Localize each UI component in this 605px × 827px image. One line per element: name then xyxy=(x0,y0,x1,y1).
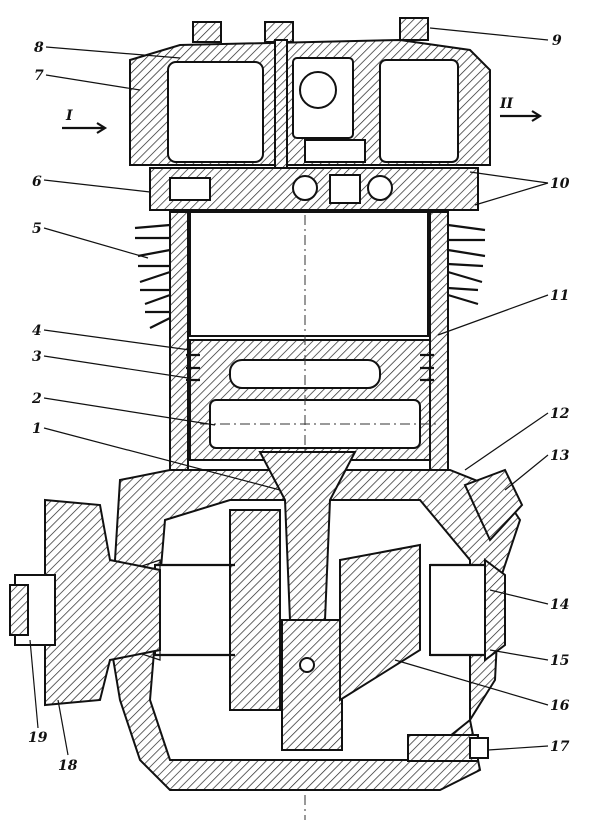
cylinder-head xyxy=(129,38,491,166)
callout-numbers: 8 7 6 5 4 3 2 1 9 10 11 12 13 14 15 16 1… xyxy=(28,33,570,774)
callout-4: 4 xyxy=(32,323,42,339)
callout-18: 18 xyxy=(58,758,78,774)
callout-19: 19 xyxy=(28,730,48,746)
callout-14: 14 xyxy=(550,597,569,613)
callout-1: 1 xyxy=(32,421,42,437)
callout-8: 8 xyxy=(34,40,44,56)
callout-10: 10 xyxy=(550,176,570,192)
callout-6: 6 xyxy=(32,174,42,190)
section-mark-right-label: II xyxy=(499,96,514,112)
callout-5: 5 xyxy=(32,221,42,237)
callout-12: 12 xyxy=(550,406,570,422)
leader-lines xyxy=(29,27,549,756)
section-mark-right: II xyxy=(499,96,543,122)
callout-3: 3 xyxy=(32,349,42,365)
callout-11: 11 xyxy=(550,288,569,304)
callout-16: 16 xyxy=(550,698,570,714)
piston xyxy=(186,215,440,820)
callout-7: 7 xyxy=(34,68,44,84)
section-mark-left: I xyxy=(62,108,108,134)
section-mark-left-label: I xyxy=(65,108,73,124)
callout-15: 15 xyxy=(550,653,569,669)
callout-2: 2 xyxy=(31,391,42,407)
cylinder-block xyxy=(134,211,486,471)
callout-13: 13 xyxy=(550,448,570,464)
connecting-rod xyxy=(258,451,357,751)
valve-plate xyxy=(149,167,479,211)
callout-9: 9 xyxy=(552,33,562,49)
front-flange xyxy=(9,498,161,707)
callout-17: 17 xyxy=(550,739,570,755)
rear-bearing-cover xyxy=(407,558,506,762)
